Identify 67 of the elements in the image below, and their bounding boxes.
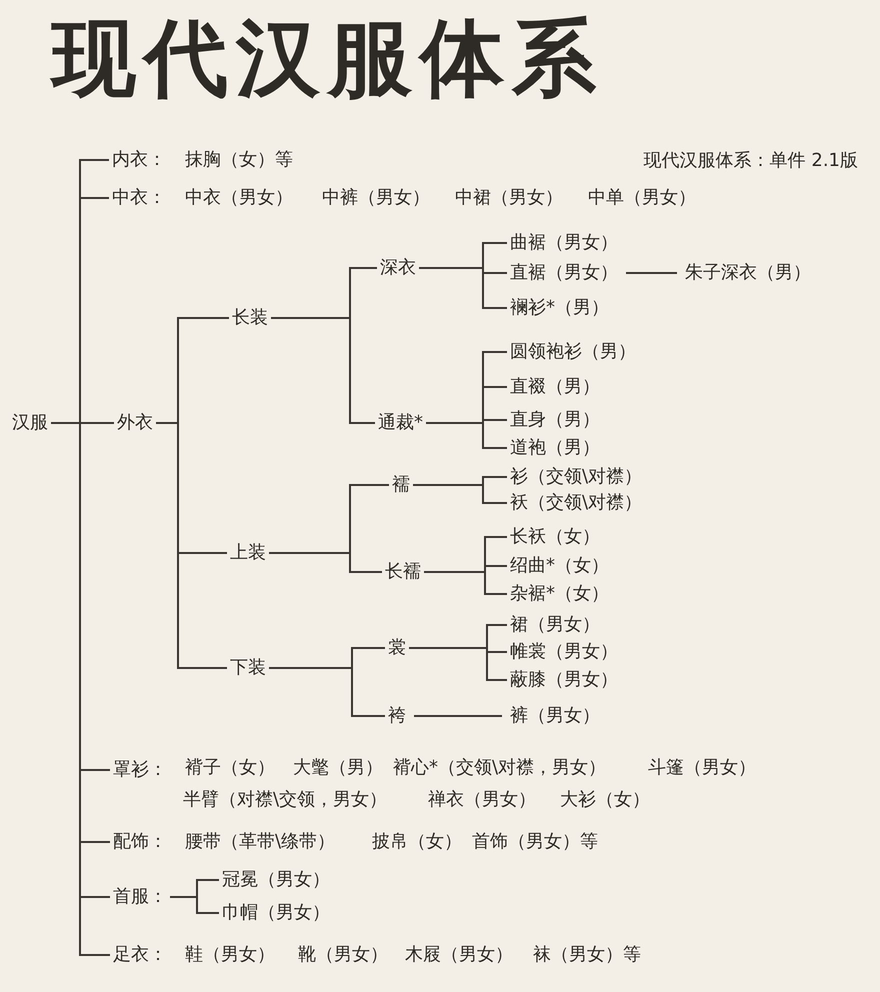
connector-line — [269, 552, 382, 573]
type-label: 裳 — [388, 637, 406, 659]
garment-label: 蔽膝（男女） — [510, 669, 618, 691]
garment-label: 腰带（革带\绦带） — [185, 831, 336, 853]
version-note: 现代汉服体系：单件 2.1版 — [644, 150, 858, 172]
connector-line — [409, 647, 507, 681]
category-label: 配饰： — [113, 831, 167, 853]
garment-label: 鞋（男女） — [185, 944, 275, 966]
connector-line — [269, 667, 385, 717]
garment-label: 绍曲*（女） — [510, 555, 609, 577]
garment-label: 半臂（对襟\交领，男女） — [183, 789, 388, 811]
garment-label: 冠冕（男女） — [222, 869, 330, 891]
garment-label: 裤（男女） — [510, 705, 600, 727]
garment-label: 袜（男女）等 — [533, 944, 641, 966]
connector-line — [424, 571, 507, 595]
garment-label: 披帛（女） — [372, 831, 462, 853]
type-label: 深衣 — [380, 257, 416, 279]
garment-label: 中单（男女） — [588, 187, 696, 209]
root-label: 汉服 — [12, 412, 48, 434]
garment-label: 帷裳（男女） — [510, 641, 618, 663]
type-label: 长襦 — [385, 561, 421, 583]
garment-label: 道袍（男） — [510, 437, 600, 459]
garment-label: 木屐（男女） — [405, 944, 513, 966]
garment-label: 中衣（男女） — [185, 187, 293, 209]
garment-label: 直裾（男女） — [510, 262, 618, 284]
garment-label: 巾帽（男女） — [222, 902, 330, 924]
category-label: 外衣 — [117, 412, 153, 434]
garment-label: 斗篷（男女） — [648, 757, 756, 779]
garment-label: 圆领袍衫（男） — [510, 341, 636, 363]
garment-label: 禅衣（男女） — [428, 789, 536, 811]
diagram-title: 现代汉服体系 — [52, 8, 604, 108]
type-label: 襦 — [392, 474, 410, 496]
garment-label: 长袄（女） — [510, 526, 600, 548]
connector-line — [271, 317, 375, 424]
garment-label: 大氅（男） — [293, 757, 383, 779]
connector-line — [156, 422, 227, 669]
garment-label: 褙心*（交领\对襟，男女） — [393, 757, 606, 779]
garment-label: 杂裾*（女） — [510, 583, 609, 605]
garment-label: 直裰（男） — [510, 376, 600, 398]
type-label: 袴 — [388, 705, 406, 727]
category-label: 内衣： — [112, 149, 166, 171]
garment-label: 首饰（男女）等 — [472, 831, 598, 853]
group-label: 长装 — [232, 307, 268, 329]
connector-line — [426, 422, 507, 449]
garment-label: 中裤（男女） — [322, 187, 430, 209]
garment-label: 靴（男女） — [298, 944, 388, 966]
garment-label: 抹胸（女）等 — [185, 149, 293, 171]
category-label: 罩衫： — [113, 759, 167, 781]
category-label: 中衣： — [112, 187, 166, 209]
type-label: 通裁* — [378, 412, 423, 434]
group-label: 下装 — [230, 657, 266, 679]
garment-label: 中裙（男女） — [455, 187, 563, 209]
group-label: 上装 — [230, 542, 266, 564]
connector-line — [626, 272, 677, 274]
garment-label: 袄（交领\对襟） — [510, 492, 642, 514]
connector-line — [414, 715, 502, 717]
garment-label: 直身（男） — [510, 409, 600, 431]
garment-label: 裙（男女） — [510, 614, 600, 636]
garment-label: 曲裾（男女） — [510, 232, 618, 254]
garment-label: 朱子深衣（男） — [685, 262, 811, 284]
category-label: 首服： — [113, 886, 167, 908]
connector-line — [170, 896, 219, 914]
garment-label: 襕衫*（男） — [510, 297, 609, 319]
category-label: 足衣： — [113, 944, 167, 966]
garment-label: 大衫（女） — [560, 789, 650, 811]
garment-label: 褙子（女） — [185, 757, 275, 779]
garment-label: 衫（交领\对襟） — [510, 466, 642, 488]
